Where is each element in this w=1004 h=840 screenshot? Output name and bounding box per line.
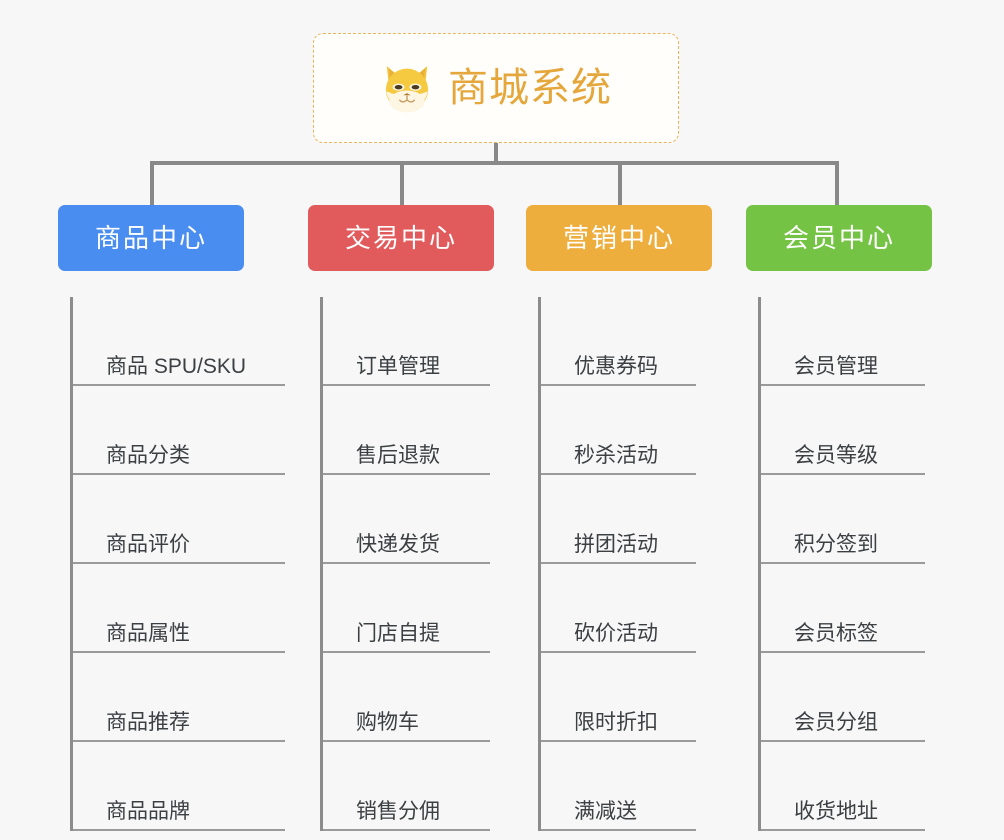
leaf-label: 优惠券码 (574, 354, 658, 378)
leaf-item[interactable]: 商品属性 (73, 564, 285, 653)
root-title: 商城系统 (448, 66, 612, 110)
leaf-label: 限时折扣 (574, 710, 658, 734)
leaf-item[interactable]: 会员分组 (761, 653, 925, 742)
leaf-item[interactable]: 商品 SPU/SKU (73, 297, 285, 386)
leaf-item[interactable]: 会员标签 (761, 564, 925, 653)
leaf-label: 积分签到 (794, 532, 878, 556)
connector-drop-4 (835, 161, 839, 205)
leaf-item[interactable]: 砍价活动 (541, 564, 696, 653)
leaf-label: 拼团活动 (574, 532, 658, 556)
leaf-item[interactable]: 收货地址 (761, 742, 925, 831)
connector-drop-3 (618, 161, 622, 205)
branch-header-member[interactable]: 会员中心 (746, 205, 932, 271)
shiba-dog-face-icon (380, 61, 434, 115)
leaf-label: 秒杀活动 (574, 443, 658, 467)
leaf-label: 砍价活动 (574, 621, 658, 645)
branch-column-marketing: 营销中心 优惠券码 秒杀活动 拼团活动 砍价活动 限时折扣 满减送 (526, 205, 712, 831)
branch-column-member: 会员中心 会员管理 会员等级 积分签到 会员标签 会员分组 收货地址 (746, 205, 932, 831)
leaf-item[interactable]: 会员管理 (761, 297, 925, 386)
leaf-label: 商品分类 (106, 443, 190, 467)
leaf-item[interactable]: 满减送 (541, 742, 696, 831)
branch-column-trade: 交易中心 订单管理 售后退款 快递发货 门店自提 购物车 销售分佣 (308, 205, 494, 831)
leaf-item[interactable]: 订单管理 (323, 297, 490, 386)
connector-horizontal-bus (150, 161, 839, 165)
leaf-stack-product: 商品 SPU/SKU 商品分类 商品评价 商品属性 商品推荐 商品品牌 (70, 297, 285, 831)
leaf-label: 会员标签 (794, 621, 878, 645)
leaf-item[interactable]: 限时折扣 (541, 653, 696, 742)
branch-header-trade[interactable]: 交易中心 (308, 205, 494, 271)
leaf-label: 商品推荐 (106, 710, 190, 734)
leaf-item[interactable]: 会员等级 (761, 386, 925, 475)
leaf-item[interactable]: 拼团活动 (541, 475, 696, 564)
leaf-item[interactable]: 销售分佣 (323, 742, 490, 831)
leaf-label: 销售分佣 (356, 799, 440, 823)
branch-column-product: 商品中心 商品 SPU/SKU 商品分类 商品评价 商品属性 商品推荐 商品品牌 (58, 205, 285, 831)
leaf-label: 售后退款 (356, 443, 440, 467)
leaf-item[interactable]: 积分签到 (761, 475, 925, 564)
leaf-label: 会员等级 (794, 443, 878, 467)
branch-header-marketing[interactable]: 营销中心 (526, 205, 712, 271)
leaf-item[interactable]: 商品推荐 (73, 653, 285, 742)
leaf-item[interactable]: 商品品牌 (73, 742, 285, 831)
branch-header-product[interactable]: 商品中心 (58, 205, 244, 271)
leaf-label: 门店自提 (356, 621, 440, 645)
root-node[interactable]: 商城系统 (313, 33, 679, 143)
leaf-label: 满减送 (574, 799, 637, 823)
leaf-item[interactable]: 秒杀活动 (541, 386, 696, 475)
leaf-label: 购物车 (356, 710, 419, 734)
leaf-label: 订单管理 (356, 354, 440, 378)
leaf-label: 商品属性 (106, 621, 190, 645)
connector-drop-2 (400, 161, 404, 205)
leaf-item[interactable]: 商品评价 (73, 475, 285, 564)
leaf-stack-trade: 订单管理 售后退款 快递发货 门店自提 购物车 销售分佣 (320, 297, 490, 831)
connector-root-stem (494, 143, 498, 164)
leaf-item[interactable]: 优惠券码 (541, 297, 696, 386)
leaf-item[interactable]: 商品分类 (73, 386, 285, 475)
leaf-label: 收货地址 (794, 799, 878, 823)
leaf-label: 商品品牌 (106, 799, 190, 823)
leaf-label: 商品 SPU/SKU (106, 354, 247, 378)
leaf-stack-marketing: 优惠券码 秒杀活动 拼团活动 砍价活动 限时折扣 满减送 (538, 297, 696, 831)
leaf-label: 快递发货 (356, 532, 440, 556)
leaf-item[interactable]: 快递发货 (323, 475, 490, 564)
connector-drop-1 (150, 161, 154, 205)
leaf-label: 会员分组 (794, 710, 878, 734)
leaf-item[interactable]: 售后退款 (323, 386, 490, 475)
leaf-label: 会员管理 (794, 354, 878, 378)
leaf-item[interactable]: 购物车 (323, 653, 490, 742)
leaf-item[interactable]: 门店自提 (323, 564, 490, 653)
leaf-stack-member: 会员管理 会员等级 积分签到 会员标签 会员分组 收货地址 (758, 297, 925, 831)
leaf-label: 商品评价 (106, 532, 190, 556)
